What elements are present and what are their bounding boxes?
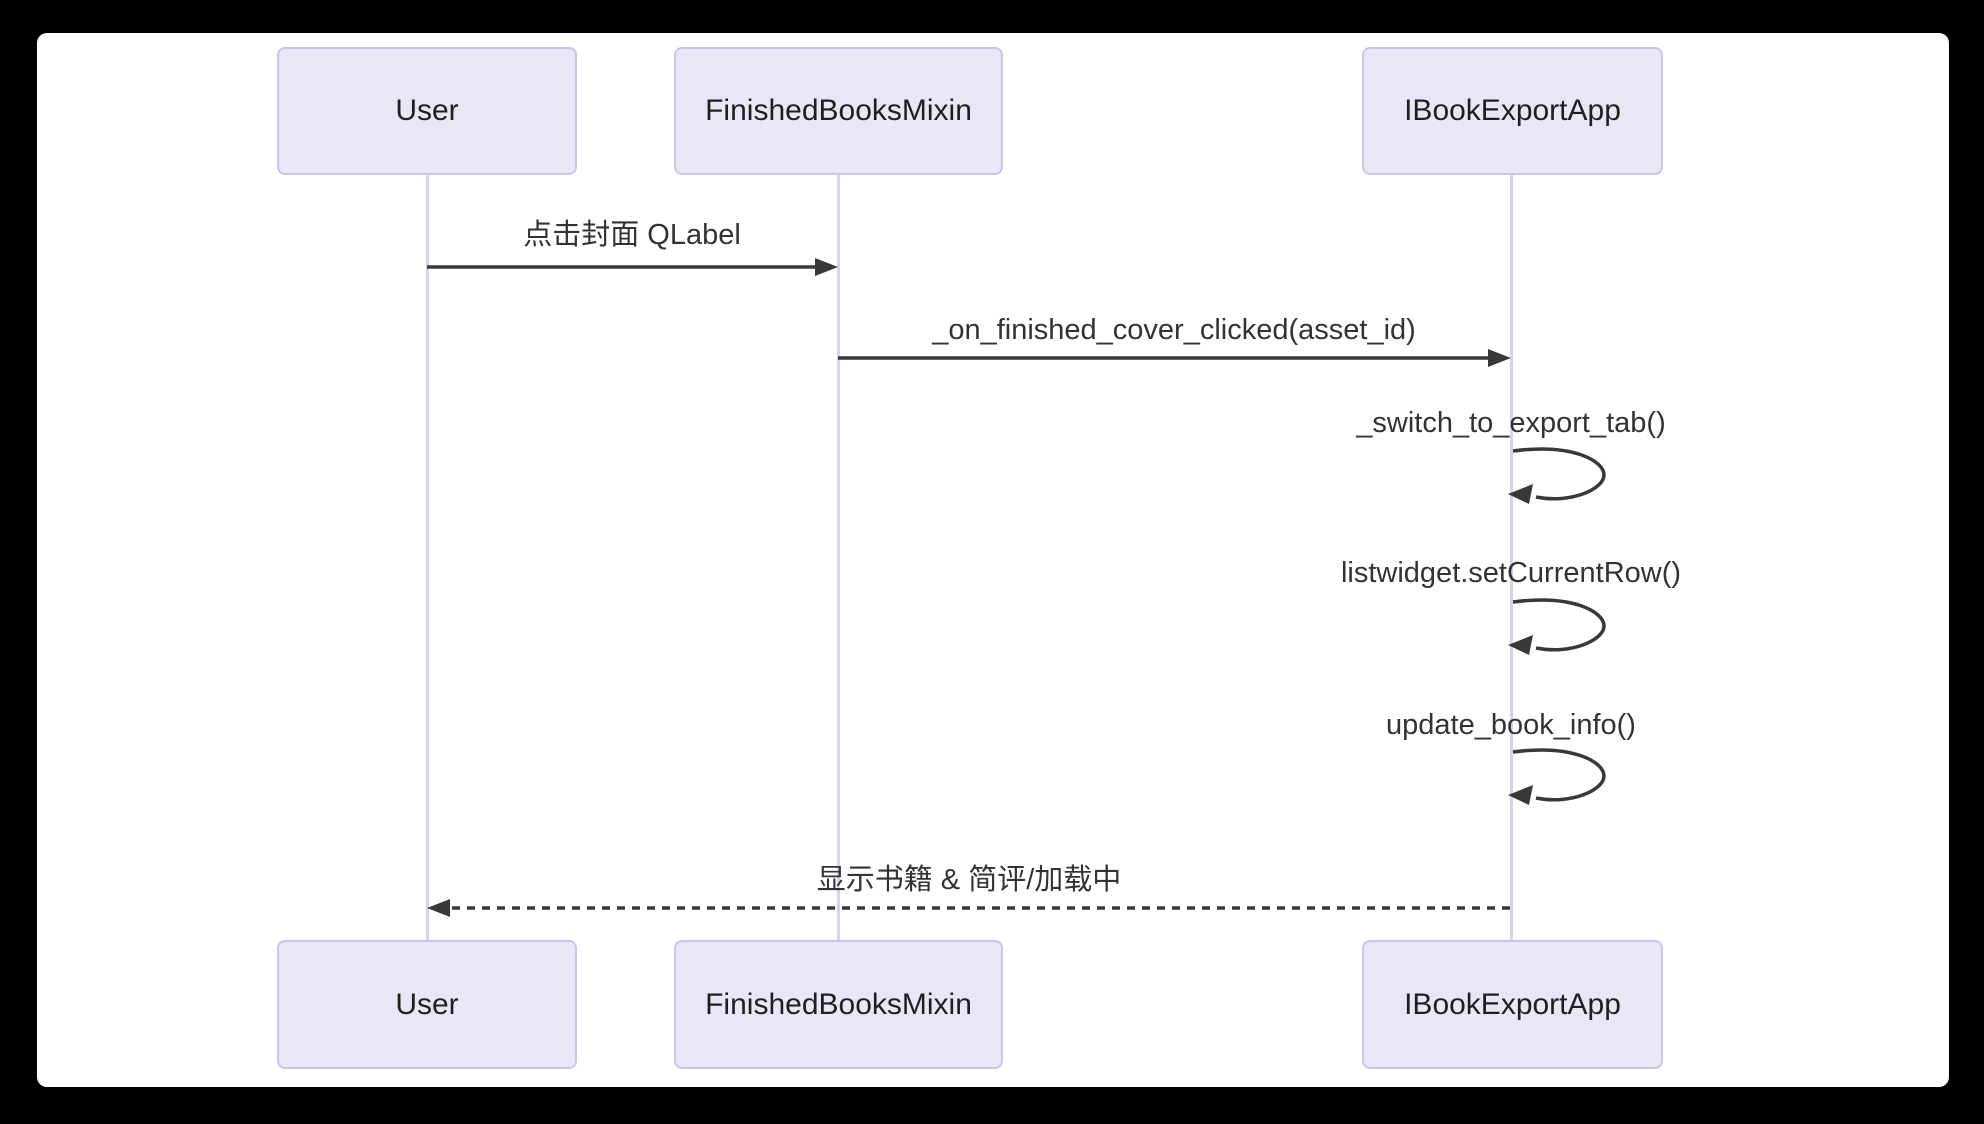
message-label-on-finished-cover-clicked: _on_finished_cover_clicked(asset_id) [932, 314, 1416, 346]
message-label-update-book-info: update_book_info() [1386, 709, 1636, 741]
actor-user-bottom-label: User [395, 987, 459, 1021]
actor-user-top-label: User [395, 94, 459, 127]
message-label-click-cover: 点击封面 QLabel [523, 219, 741, 251]
actor-finishedbooksmixin-top: FinishedBooksMixin [674, 47, 1003, 175]
actor-ibookexportapp-bottom-label: IBookExportApp [1404, 987, 1621, 1021]
message-label-listwidget-setcurrentrow: listwidget.setCurrentRow() [1340, 557, 1682, 589]
actor-ibookexportapp-top-label: IBookExportApp [1404, 94, 1621, 127]
self-loop-switch-to-export-tab [1508, 447, 1606, 504]
actor-finishedbooksmixin-bottom: FinishedBooksMixin [674, 940, 1003, 1069]
lifeline-user [425, 175, 429, 940]
arrow-on-finished-cover-clicked [838, 349, 1511, 367]
message-label-switch-to-export-tab: _switch_to_export_tab() [1356, 407, 1666, 439]
arrow-show-book-info-dashed [427, 899, 1510, 917]
sequence-diagram-canvas: 点击封面 QLabel _on_finished_cover_clicked(a… [37, 33, 1949, 1087]
self-loop-listwidget-setcurrentrow [1508, 598, 1606, 655]
message-label-show-book-info: 显示书籍 & 简评/加载中 [816, 864, 1122, 896]
actor-user-top: User [277, 47, 577, 175]
arrow-click-cover [427, 258, 838, 276]
lifeline-finishedbooksmixin [836, 175, 840, 940]
actor-finishedbooksmixin-top-label: FinishedBooksMixin [705, 94, 972, 127]
actor-user-bottom: User [277, 940, 577, 1069]
actor-ibookexportapp-bottom: IBookExportApp [1362, 940, 1663, 1069]
actor-ibookexportapp-top: IBookExportApp [1362, 47, 1663, 175]
lifeline-ibookexportapp [1509, 175, 1513, 940]
actor-finishedbooksmixin-bottom-label: FinishedBooksMixin [705, 987, 972, 1021]
self-loop-update-book-info [1508, 748, 1606, 805]
